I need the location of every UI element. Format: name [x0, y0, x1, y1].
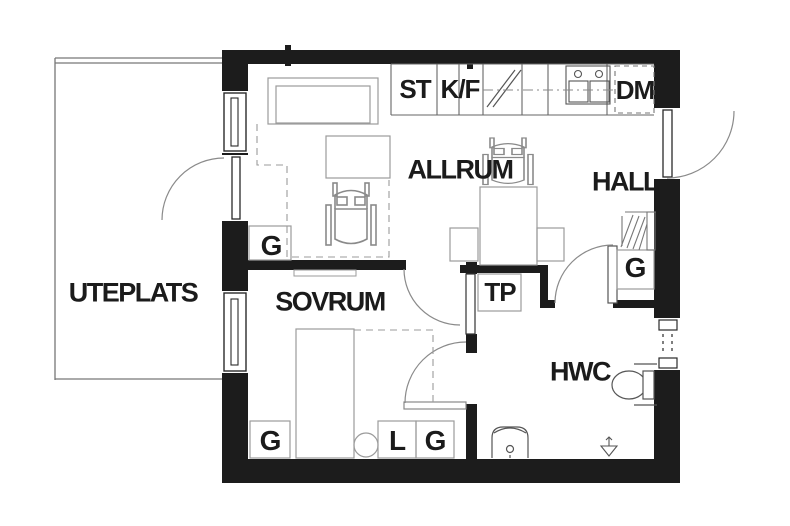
sovrum-hwc-door: [403, 341, 467, 410]
label-uteplats: UTEPLATS: [68, 277, 199, 308]
sofa: [267, 77, 379, 125]
coat-hooks-icon: [620, 211, 656, 251]
free-area-dashed: [256, 124, 390, 258]
stove-icon: [486, 69, 522, 108]
sovrum-window: [222, 291, 248, 373]
label-kf: K/F: [440, 74, 481, 104]
stool: [353, 432, 379, 458]
toilet-icon: [611, 363, 657, 406]
exterior-walls: [222, 45, 680, 483]
desk: [325, 135, 391, 179]
label-allrum: ALLRUM: [407, 154, 514, 185]
label-g-hall: G: [624, 252, 647, 283]
entrance-door: [654, 108, 735, 179]
label-tp: TP: [484, 277, 516, 307]
sovrum-door: [403, 268, 476, 335]
allrum-wardrobe: [248, 225, 292, 261]
label-g-allrum: G: [260, 230, 283, 261]
hall-wardrobe: [616, 249, 655, 290]
balcony-door: [161, 155, 248, 221]
dining-chair-left: [449, 227, 479, 262]
sovrum-wardrobe-left: [249, 420, 291, 459]
label-g-sovrum-right: G: [424, 425, 447, 456]
kitchen-sink-icon: [565, 65, 611, 105]
interior-walls: [246, 260, 656, 459]
dishwasher-outline: [614, 65, 655, 114]
sovrum-wardrobe-right: [415, 420, 455, 459]
laundry-tower: [477, 273, 522, 312]
floor-drain-icon: [599, 436, 619, 457]
wheelchair-icon: [325, 182, 377, 246]
label-hwc: HWC: [550, 356, 611, 387]
label-dm: DM: [615, 75, 655, 105]
bed: [295, 328, 355, 459]
wall-joint-tick: [467, 50, 473, 69]
label-st: ST: [399, 74, 431, 104]
washbasin-icon: [491, 426, 529, 458]
uteplats-outline: [54, 57, 222, 380]
dining-table: [479, 186, 538, 266]
allrum-window: [222, 91, 248, 153]
label-hall: HALL: [592, 166, 659, 197]
headboard: [293, 269, 357, 277]
label-l-sovrum: L: [388, 425, 406, 456]
hwc-window: [654, 318, 680, 370]
bed-dashed-extension: [354, 329, 434, 406]
label-sovrum: SOVRUM: [275, 286, 386, 317]
label-g-sovrum-left: G: [259, 425, 282, 456]
wall-joint-tick: [285, 45, 291, 66]
dining-chair-right: [536, 227, 565, 262]
